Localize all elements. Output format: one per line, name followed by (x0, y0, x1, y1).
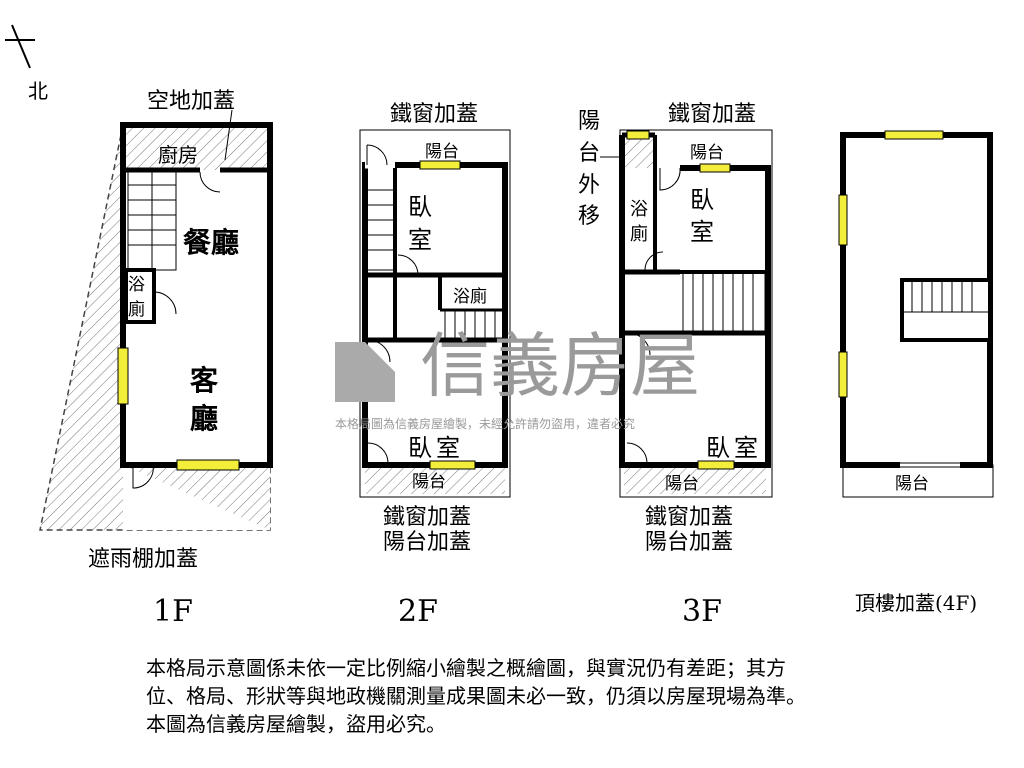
room-label: 室 (408, 226, 432, 254)
room-label: 室 (436, 434, 460, 462)
room-label: 鐵窗加蓋 (390, 102, 478, 127)
room-label: 空地加蓋 (147, 89, 235, 114)
room-label: 廁 (128, 299, 145, 320)
room-label: 室 (690, 218, 714, 246)
disclaimer-line: 本格局示意圖係未依一定比例縮小繪製之概繪圖，與實況仍有差距；其方 (146, 656, 786, 680)
room-label: 浴 (630, 199, 648, 220)
watermark-logo-icon (335, 342, 395, 402)
room-label: 鐵窗加蓋 (668, 102, 756, 127)
watermark-brand: 信義房屋 (420, 325, 700, 407)
room-label: 臥 (408, 193, 432, 221)
north-compass-icon: 北 (5, 24, 48, 103)
room-label: 外 (578, 173, 600, 198)
room-label: 陽台 (665, 474, 699, 494)
room-label: 陽台 (690, 143, 724, 163)
room-label: 鐵窗加蓋 (645, 505, 733, 530)
room-label: 廁 (630, 223, 648, 245)
room-label: 餐廳 (183, 226, 239, 259)
floor-4f: 陽台 頂樓加蓋(4F) (838, 130, 994, 615)
room-label: 頂樓加蓋(4F) (855, 591, 977, 615)
room-label: 陽台加蓋 (645, 530, 733, 555)
room-label: 2F (398, 594, 438, 629)
room-label: 客 (190, 364, 219, 397)
room-label: 廚房 (158, 143, 198, 167)
room-label: 陽台 (425, 142, 459, 162)
disclaimer-line: 本圖為信義房屋繪製，盜用必究。 (146, 712, 446, 736)
room-label: 浴 (128, 275, 145, 295)
room-label: 鐵窗加蓋 (383, 505, 471, 530)
floor-3f: 鐵窗加蓋 陽 台 外 移 陽台 浴 廁 臥 室 臥 室 陽台 鐵窗加蓋 陽台加蓋… (578, 102, 773, 629)
room-label: 廳 (190, 402, 218, 435)
room-label: 陽台 (895, 474, 929, 494)
room-label: 1F (153, 594, 193, 629)
room-label: 北 (28, 79, 48, 103)
disclaimer: 本格局示意圖係未依一定比例縮小繪製之概繪圖，與實況仍有差距；其方 位、格局、形狀… (146, 654, 1024, 738)
room-label: 3F (682, 594, 722, 629)
room-label: 陽台 (412, 472, 446, 492)
watermark-caption: 本格局圖為信義房屋繪製，未經允許請勿盜用，違者必究 (335, 416, 635, 431)
room-label: 移 (578, 204, 600, 229)
room-label: 台 (578, 141, 600, 166)
room-label: 陽 (578, 109, 600, 134)
room-label: 陽台加蓋 (383, 530, 471, 555)
room-label: 臥 (690, 186, 714, 214)
disclaimer-line: 位、格局、形狀等與地政機關測量成果圖未必一致，仍須以房屋現場為準。 (146, 684, 806, 708)
room-label: 臥 (408, 434, 432, 462)
floor-2f: 鐵窗加蓋 陽台 臥 室 浴廁 臥 室 陽台 鐵窗加蓋 陽台加蓋 2F (359, 102, 511, 629)
room-label: 臥 (706, 434, 730, 462)
floor-1f: 空地加蓋 廚房 餐廳 浴 廁 客 廳 遮雨棚加蓋 1F (39, 89, 273, 629)
room-label: 浴廁 (453, 286, 487, 307)
watermark: 信義房屋 本格局圖為信義房屋繪製，未經允許請勿盜用，違者必究 (335, 325, 700, 431)
room-label: 室 (734, 434, 758, 462)
room-label: 遮雨棚加蓋 (88, 547, 198, 572)
